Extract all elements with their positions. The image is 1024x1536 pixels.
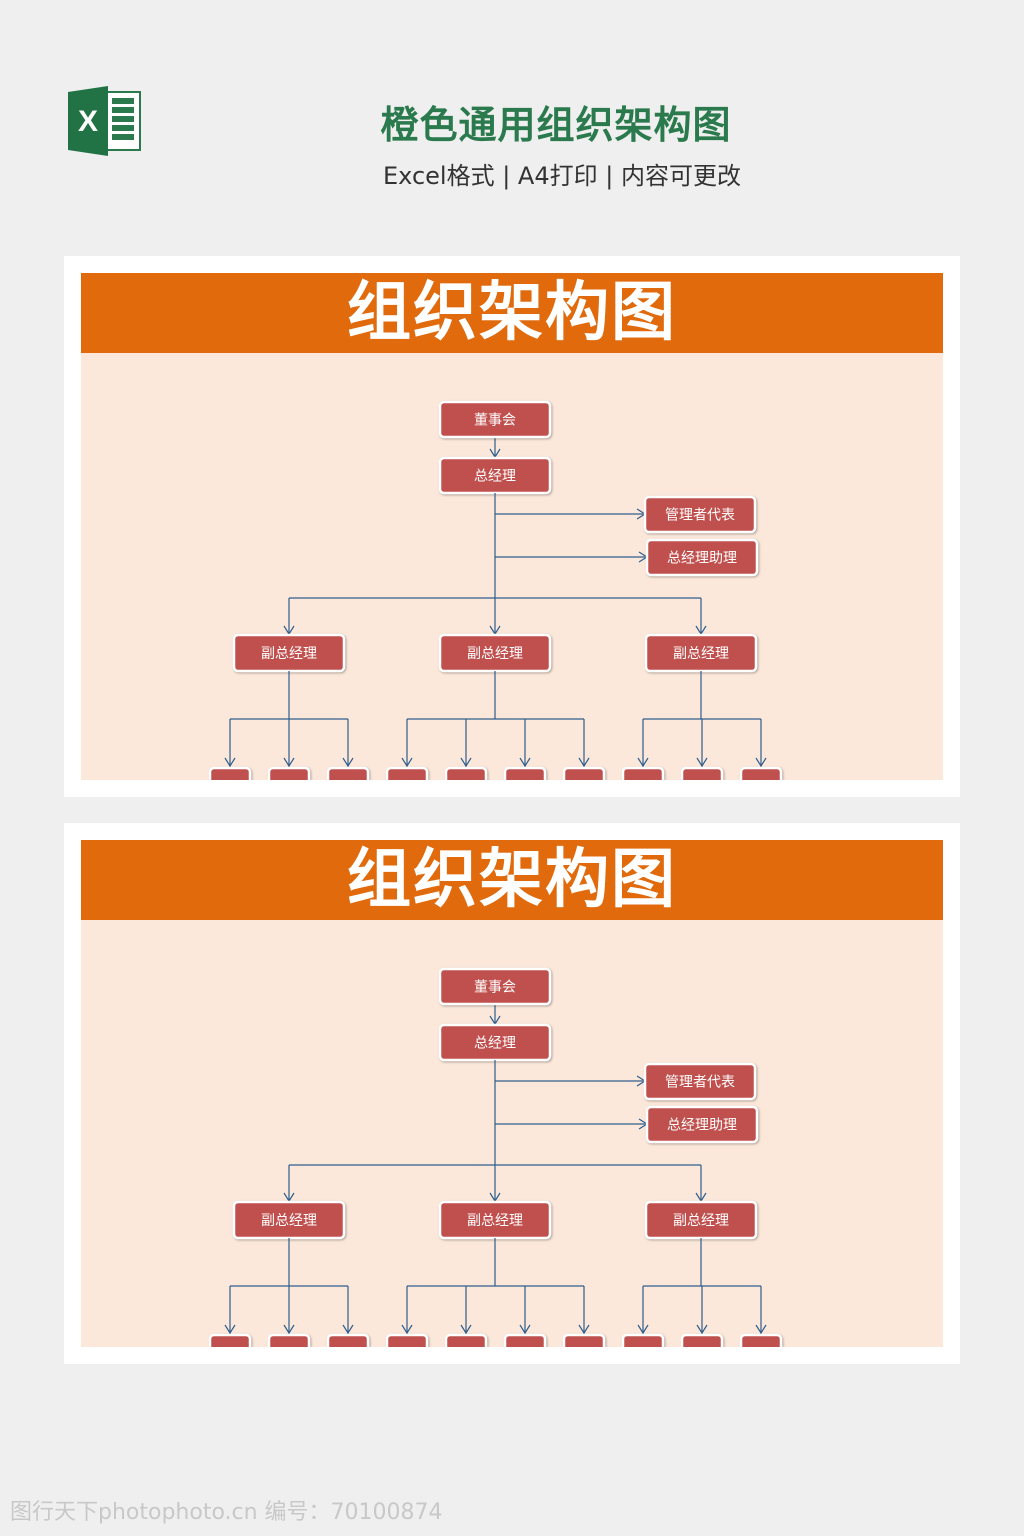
arrow-head [637, 1324, 649, 1335]
page-subtitle: Excel格式 | A4打印 | 内容可更改 [383, 162, 741, 190]
org-node-label: 副总经理 [467, 646, 523, 662]
org-node [643, 1062, 757, 1101]
org-node [643, 495, 757, 534]
org-node [385, 766, 429, 780]
arrow-head [519, 1324, 531, 1335]
org-node-label: 总经理 [474, 1036, 516, 1052]
org-node-label: 副总经理 [673, 1213, 729, 1229]
org-chart-body: 董事会总经理管理者代表总经理助理副总经理 副总经理 副总经理 [81, 353, 943, 780]
org-node [326, 766, 370, 780]
arrow-head [224, 757, 236, 768]
arrow-head [578, 1324, 590, 1335]
org-node [438, 400, 552, 439]
org-node [739, 766, 783, 780]
excel-icon: X [68, 86, 142, 156]
org-node [444, 1333, 488, 1347]
arrow-head [283, 1324, 295, 1335]
arrow-head [755, 757, 767, 768]
org-node [680, 766, 724, 780]
org-node-label: 管理者代表 [665, 508, 735, 524]
org-node-label: 董事会 [474, 980, 516, 996]
arrow-head [342, 1324, 354, 1335]
panel-title: 组织架构图 [81, 273, 943, 353]
watermark: 图行天下photophoto.cn 编号：70100874 [10, 1500, 443, 1525]
org-node [739, 1333, 783, 1347]
org-node [562, 766, 606, 780]
org-chart-preview-1: 组织架构图 董事会总经理管理者代表总经理助理副总经理 副总经理 副总经理 [64, 256, 960, 797]
org-node [503, 766, 547, 780]
org-node [645, 1105, 759, 1144]
arrow-head [342, 757, 354, 768]
page-title: 橙色通用组织架构图 [380, 103, 732, 147]
arrow-head [519, 757, 531, 768]
arrow-head [460, 757, 472, 768]
excel-logo-letter: X [78, 105, 98, 138]
org-chart-body: 董事会总经理管理者代表总经理助理副总经理 副总经理 副总经理 [81, 920, 943, 1347]
arrow-head [637, 757, 649, 768]
org-node [267, 766, 311, 780]
org-node-label: 副总经理 [261, 646, 317, 662]
org-node [208, 1333, 252, 1347]
arrow-head [696, 1324, 708, 1335]
arrow-head [224, 1324, 236, 1335]
org-node [208, 766, 252, 780]
org-node [621, 1333, 665, 1347]
arrow-head [401, 1324, 413, 1335]
org-node-label: 管理者代表 [665, 1075, 735, 1091]
panel-title: 组织架构图 [81, 840, 943, 920]
org-node [444, 766, 488, 780]
org-node [680, 1333, 724, 1347]
arrow-head [283, 757, 295, 768]
org-node [438, 967, 552, 1006]
org-node [503, 1333, 547, 1347]
org-node-label: 董事会 [474, 413, 516, 429]
org-node [385, 1333, 429, 1347]
org-node [621, 766, 665, 780]
org-node [267, 1333, 311, 1347]
org-node-label: 总经理助理 [667, 1118, 737, 1134]
arrow-head [578, 757, 590, 768]
org-node-label: 副总经理 [673, 646, 729, 662]
arrow-head [460, 1324, 472, 1335]
arrow-head [755, 1324, 767, 1335]
arrow-head [696, 757, 708, 768]
org-node-label: 副总经理 [467, 1213, 523, 1229]
org-node-label: 总经理助理 [667, 551, 737, 567]
org-node-label: 总经理 [474, 469, 516, 485]
org-chart-preview-2: 组织架构图 董事会总经理管理者代表总经理助理副总经理 副总经理 副总经理 [64, 823, 960, 1364]
org-node [645, 538, 759, 577]
org-node [562, 1333, 606, 1347]
org-node [326, 1333, 370, 1347]
org-node-label: 副总经理 [261, 1213, 317, 1229]
arrow-head [401, 757, 413, 768]
